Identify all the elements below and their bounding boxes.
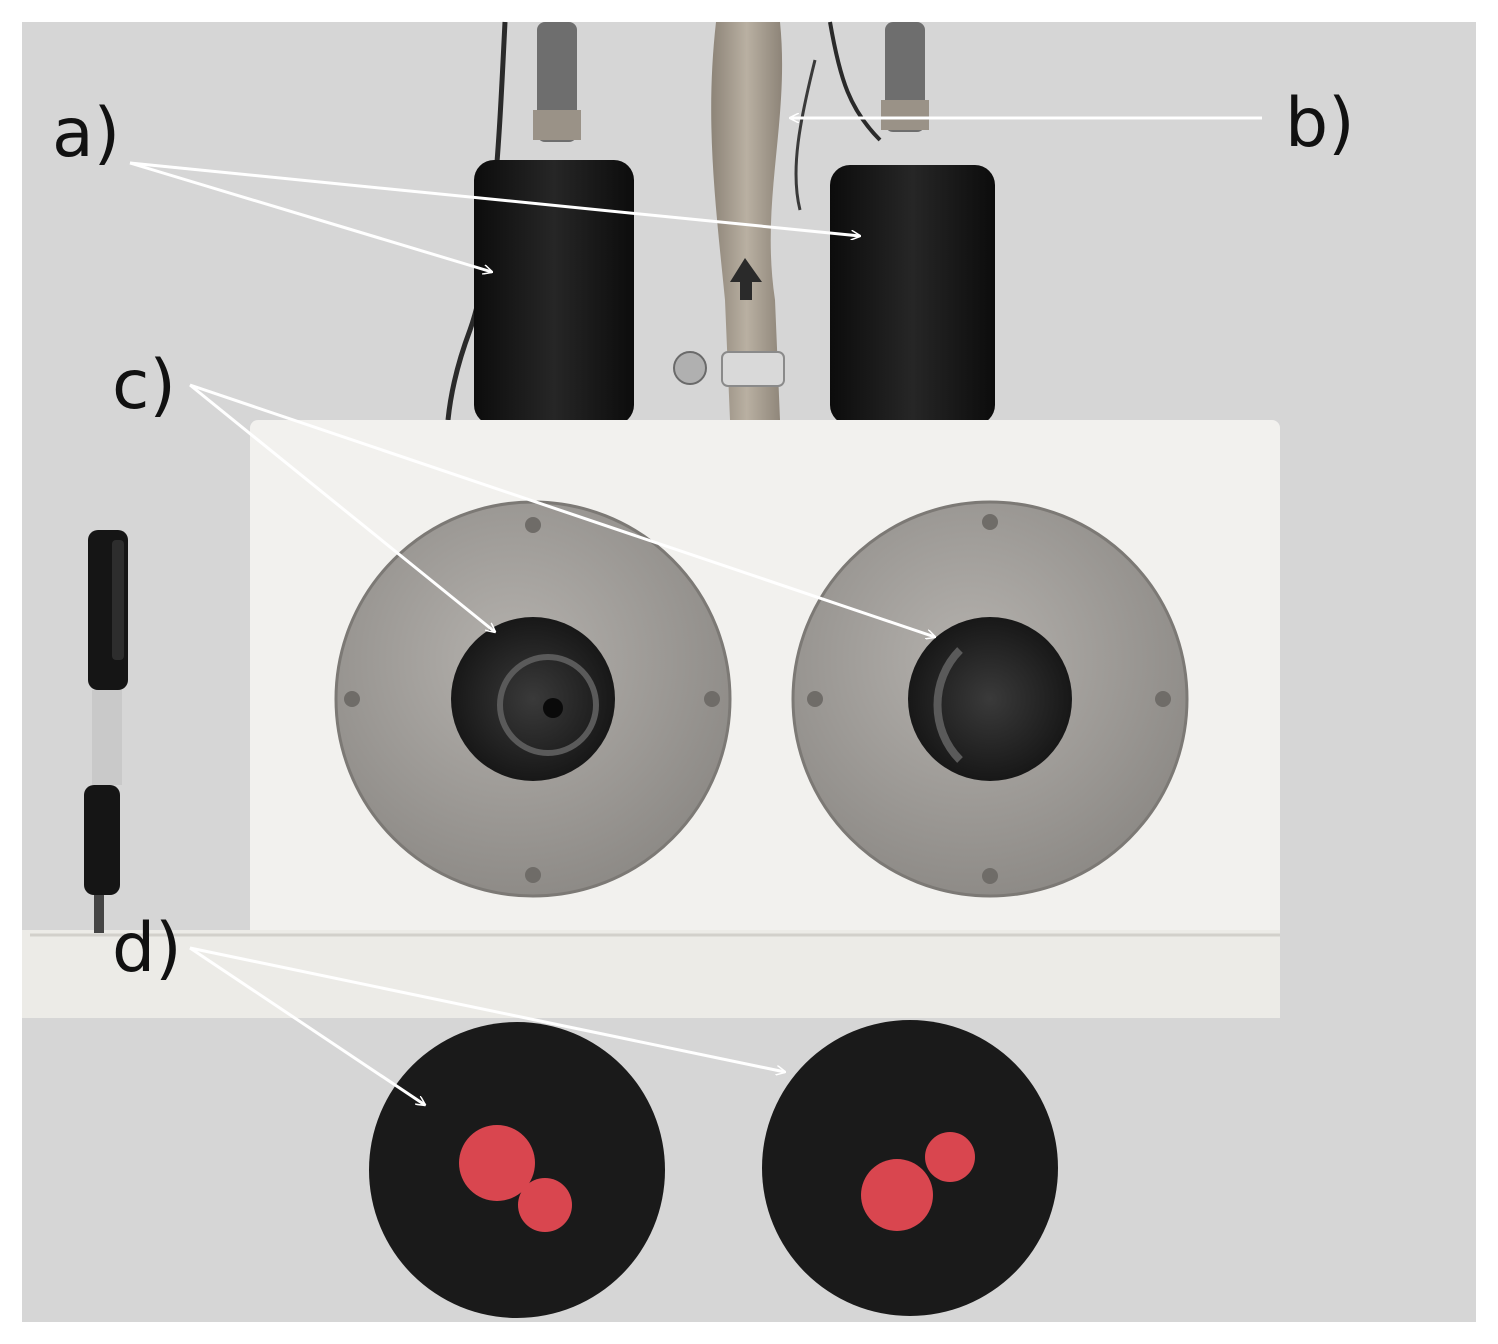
housing-front-face bbox=[22, 930, 1280, 1018]
flange-screw bbox=[1155, 691, 1171, 707]
arrow-d-right bbox=[189, 946, 785, 1072]
arrow-c-right bbox=[189, 383, 935, 637]
arrow-a-left bbox=[129, 161, 492, 272]
hose-clamp bbox=[721, 351, 785, 387]
pen-clip bbox=[112, 540, 124, 660]
flange-screw bbox=[704, 691, 720, 707]
cable bbox=[794, 59, 817, 211]
clamp-screw bbox=[673, 351, 707, 385]
pen-barrel bbox=[92, 690, 122, 785]
chamber-center bbox=[543, 698, 563, 718]
flange-screw bbox=[807, 691, 823, 707]
flange-screw bbox=[982, 514, 998, 530]
pen-body-bottom bbox=[84, 785, 120, 895]
label-c: c) bbox=[112, 346, 176, 425]
chamber-inner-ring bbox=[497, 654, 599, 756]
label-a: a) bbox=[52, 94, 121, 173]
flange-screw bbox=[525, 867, 541, 883]
sensor-cylinder-left bbox=[474, 160, 634, 425]
chamber-inner-arc bbox=[933, 647, 963, 763]
cap-left-red-large bbox=[459, 1125, 535, 1201]
label-d: d) bbox=[112, 909, 182, 988]
pen-tip bbox=[94, 895, 104, 933]
sensor-connector-right-ring bbox=[881, 100, 929, 130]
cable bbox=[828, 21, 882, 142]
hose bbox=[711, 22, 783, 420]
sensor-cylinder-right bbox=[830, 165, 995, 425]
arrow-d-left bbox=[189, 946, 425, 1105]
measurement-chamber-left bbox=[451, 617, 615, 781]
flange-screw bbox=[982, 868, 998, 884]
annotation-arrows bbox=[129, 118, 1262, 1105]
arrow-a-right bbox=[129, 161, 860, 236]
label-b: b) bbox=[1285, 84, 1355, 163]
hose-arrow-mark bbox=[730, 258, 762, 300]
cap-right-red-small bbox=[925, 1132, 975, 1182]
flange-screw bbox=[344, 691, 360, 707]
flange-screw bbox=[525, 517, 541, 533]
cap-right-red-large bbox=[861, 1159, 933, 1231]
arrow-c-left bbox=[189, 383, 495, 632]
cap-left-red-small bbox=[518, 1178, 572, 1232]
measurement-chamber-right bbox=[908, 617, 1072, 781]
sensor-connector-left-ring bbox=[533, 110, 581, 140]
